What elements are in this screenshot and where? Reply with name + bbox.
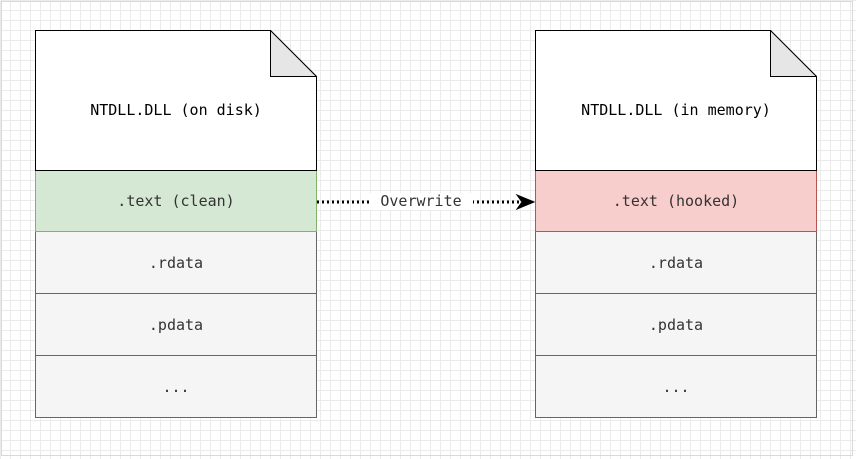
document-header: NTDLL.DLL (in memory) (535, 30, 817, 171)
ntdll-in-memory-document: NTDLL.DLL (in memory) .text (hooked) .rd… (535, 30, 817, 418)
section-pdata: .pdata (535, 294, 817, 356)
section-ellipsis: ... (35, 356, 317, 418)
document-shape (535, 30, 817, 171)
document-header: NTDLL.DLL (on disk) (35, 30, 317, 171)
overwrite-label: Overwrite (369, 193, 473, 210)
section-ellipsis: ... (535, 356, 817, 418)
ntdll-on-disk-document: NTDLL.DLL (on disk) .text (clean) .rdata… (35, 30, 317, 418)
section-pdata: .pdata (35, 294, 317, 356)
document-shape (35, 30, 317, 171)
document-title: NTDLL.DLL (on disk) (90, 101, 262, 119)
document-title: NTDLL.DLL (in memory) (581, 101, 771, 119)
arrowhead-icon (515, 193, 536, 211)
section-rdata: .rdata (535, 232, 817, 294)
section-rdata: .rdata (35, 232, 317, 294)
